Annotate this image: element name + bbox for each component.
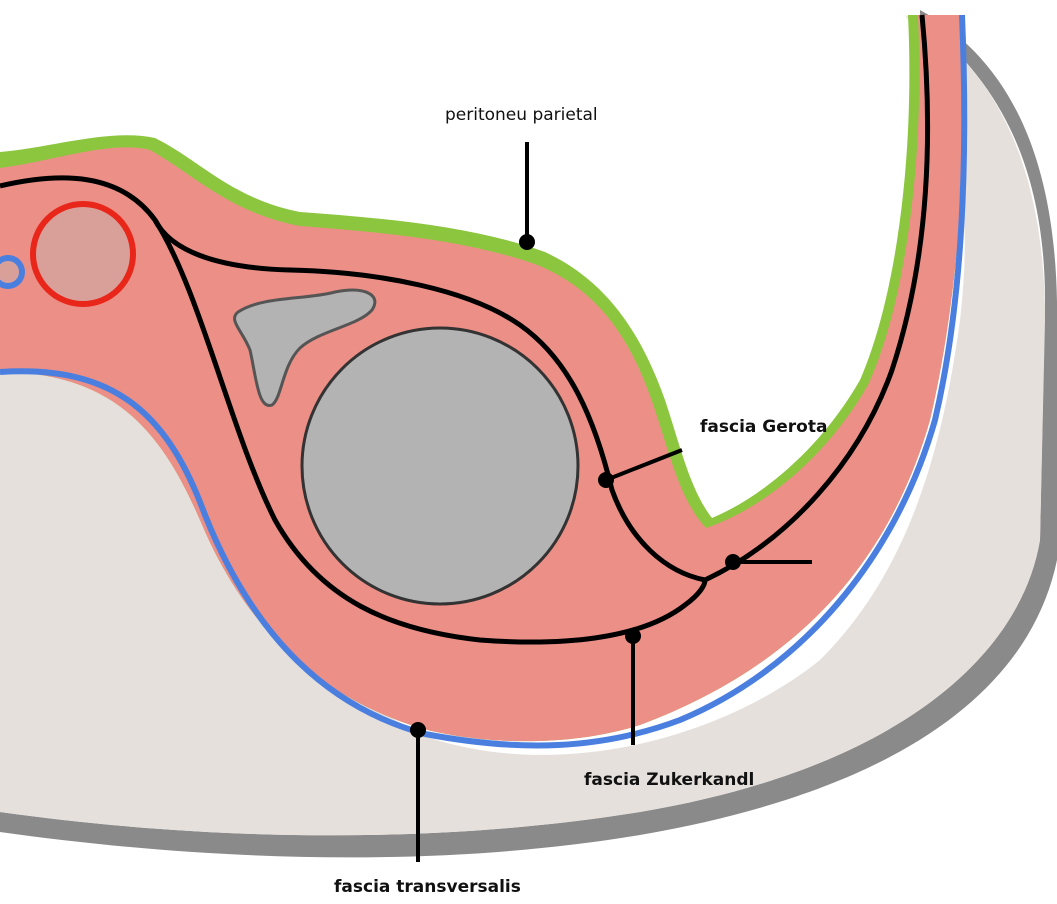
kidney [302,328,578,604]
vessel-left-edge [0,258,22,286]
peritoneum-dot [519,234,535,250]
fusion-dot [725,554,741,570]
zuckerkandl-dot [625,628,641,644]
transversalis-dot [410,722,426,738]
label-transversalis: fascia transversalis [334,877,521,897]
gerota-dot [598,472,614,488]
label-zuckerkandl: fascia Zukerkandl [584,770,754,790]
label-gerota: fascia Gerota [700,417,827,437]
vessel-red-ring [33,204,133,304]
label-peritoneum: peritoneu parietal [445,105,598,125]
